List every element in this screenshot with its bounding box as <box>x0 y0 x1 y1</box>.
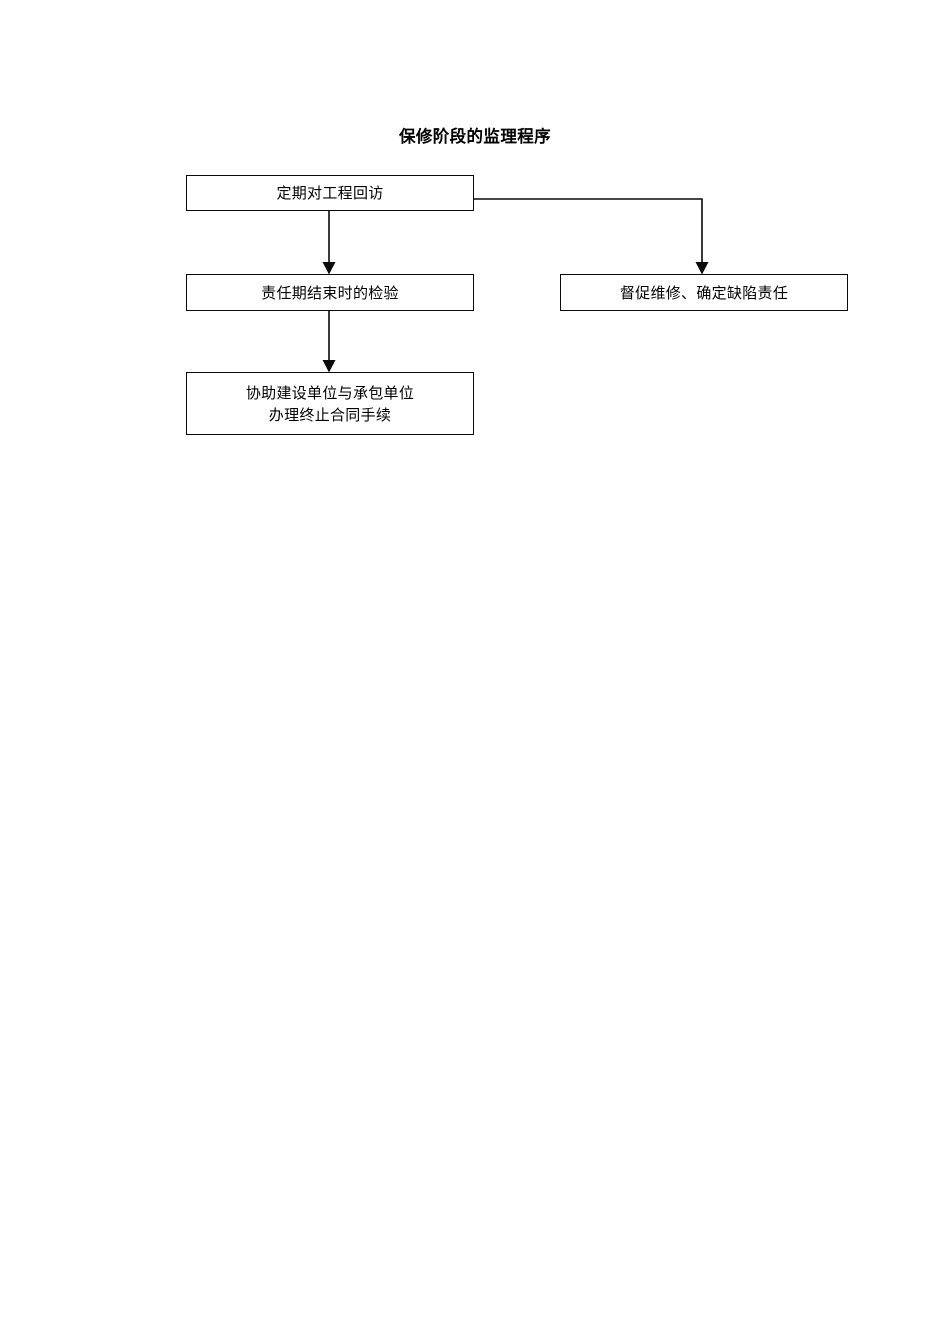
flow-node-label: 责任期结束时的检验 <box>261 283 399 302</box>
page-title: 保修阶段的监理程序 <box>398 127 552 146</box>
flow-node-periodic-visit: 定期对工程回访 <box>186 175 474 211</box>
connector-visit-to-inspection <box>322 211 336 275</box>
connector-visit-to-urge-repair <box>474 198 709 275</box>
flow-node-label: 协助建设单位与承包单位 办理终止合同手续 <box>245 383 415 424</box>
flow-node-assist-terminate: 协助建设单位与承包单位 办理终止合同手续 <box>186 372 474 435</box>
flow-node-label: 定期对工程回访 <box>276 184 384 202</box>
connector-inspection-to-assist <box>322 311 336 373</box>
flow-node-urge-repair: 督促维修、确定缺陷责任 <box>560 274 848 311</box>
flow-node-end-inspection: 责任期结束时的检验 <box>186 274 474 311</box>
flow-node-label: 督促维修、确定缺陷责任 <box>619 283 789 302</box>
